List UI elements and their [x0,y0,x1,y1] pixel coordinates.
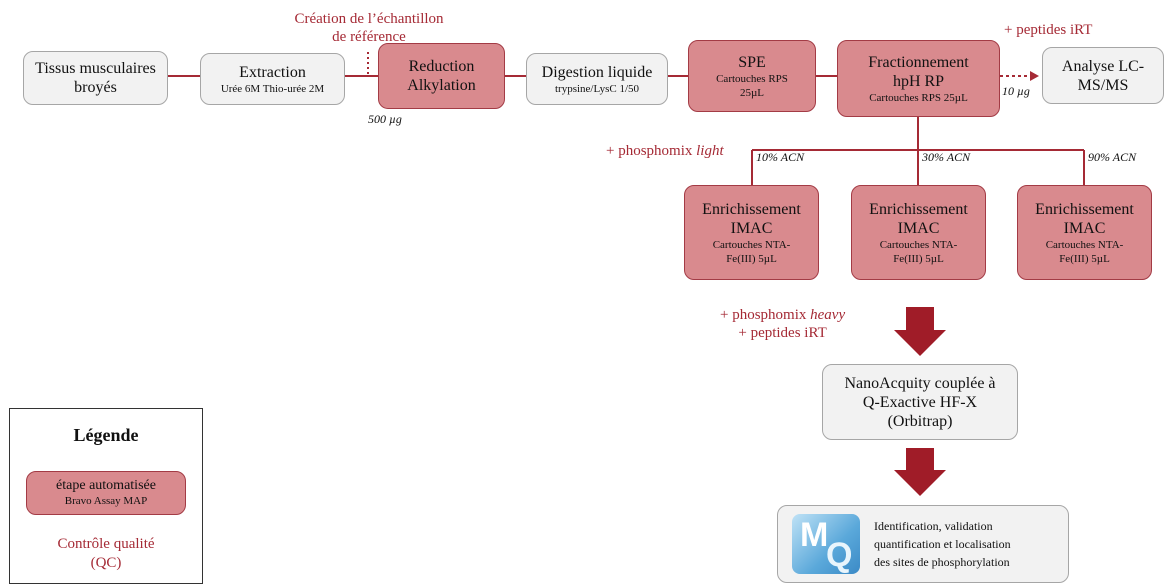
nano-line3: (Orbitrap) [887,412,953,430]
amount-500-label: 500 µg [368,112,402,126]
enrich-2-line2: IMAC [897,219,940,237]
step-extraction: Extraction Urée 6M Thio-urée 2M [200,53,345,105]
maxquant-line3: des sites de phosphorylation [874,555,1010,569]
enrich-2-line1: Enrichissement [869,200,968,218]
peptides-irt-bottom-label: + peptides iRT [738,325,827,341]
phosphomix-light-label: + phosphomix light [606,142,724,160]
enrich-3-sub2: Fe(III) 5µL [1059,252,1110,265]
step-digestion: Digestion liquide trypsine/LysC 1/50 [526,53,668,105]
enrich-2-sub2: Fe(III) 5µL [893,252,944,265]
nano-line1: NanoAcquity couplée à [844,374,996,392]
phosphomix-heavy-prefix: + phosphomix [720,307,811,323]
enrich-1-sub2: Fe(III) 5µL [726,252,777,265]
step-fractionnement-line2: hpH RP [892,72,945,90]
step-fractionnement-sub: Cartouches RPS 25µL [869,91,968,104]
step-enrich-3: Enrichissement IMAC Cartouches NTA- Fe(I… [1017,185,1152,280]
step-reduction-line1: Reduction [408,58,475,75]
enrich-1-sub1: Cartouches NTA- [712,238,791,251]
enrich-3-line2: IMAC [1063,219,1106,237]
step-nanoacquity: NanoAcquity couplée à Q-Exactive HF-X (O… [822,364,1018,440]
step-tissus: Tissus musculaires broyés [23,51,168,105]
step-tissus-line1: Tissus musculaires [35,60,156,77]
nano-line2: Q-Exactive HF-X [862,393,978,411]
step-extraction-sub: Urée 6M Thio-urée 2M [220,82,325,95]
enrich-1-line1: Enrichissement [702,200,801,218]
step-spe-sub1: Cartouches RPS [716,72,788,85]
phosphomix-heavy-word: heavy [810,307,846,323]
step-tissus-line2: broyés [74,79,117,96]
acn-10-label: 10% ACN [756,150,805,164]
enrich-3-sub1: Cartouches NTA- [1045,238,1124,251]
step-reduction: Reduction Alkylation [378,43,505,109]
step-enrich-1: Enrichissement IMAC Cartouches NTA- Fe(I… [684,185,819,280]
enrich-1-line2: IMAC [730,219,773,237]
step-spe-sub2: 25µL [739,86,765,99]
step-reduction-line2: Alkylation [407,77,476,94]
step-digestion-title: Digestion liquide [541,63,653,81]
phosphomix-light-prefix: + phosphomix [606,143,697,159]
legend-qc-line2: (QC) [90,555,122,571]
phosphomix-light-word: light [696,143,724,159]
maxquant-line2: quantification et localisation [874,537,1011,551]
step-spe: SPE Cartouches RPS 25µL [688,40,816,112]
amount-10-label: 10 µg [1002,84,1030,98]
step-analyse: Analyse LC- MS/MS [1042,47,1164,104]
legend-automated-swatch: étape automatisée Bravo Assay MAP [26,471,186,515]
step-digestion-sub: trypsine/LysC 1/50 [554,82,640,95]
creation-label: Création de l’échantillon de référence [274,10,464,46]
step-analyse-line2: MS/MS [1077,76,1129,94]
legend-automated-line1: étape automatisée [56,478,156,493]
acn-90-label: 90% ACN [1088,150,1137,164]
acn-30-label: 30% ACN [922,150,971,164]
step-analyse-line1: Analyse LC- [1061,57,1145,75]
step-extraction-title: Extraction [239,63,306,81]
down-arrow-2 [894,448,946,496]
legend-automated-line2: Bravo Assay MAP [64,495,148,507]
step-enrich-2: Enrichissement IMAC Cartouches NTA- Fe(I… [851,185,986,280]
phosphomix-heavy-label: + phosphomix heavy + peptides iRT [720,306,845,342]
legend-qc-line1: Contrôle qualité [57,536,155,552]
legend-title: Légende [73,425,139,445]
peptides-irt-top-label: + peptides iRT [1004,22,1093,38]
legend-qc: Contrôle qualité (QC) [10,535,202,573]
down-arrow-1 [894,307,946,356]
creation-line2: de référence [332,29,406,45]
step-spe-title: SPE [738,53,766,71]
step-fractionnement-line1: Fractionnement [868,53,969,71]
enrich-2-sub1: Cartouches NTA- [879,238,958,251]
legend-panel: Légende étape automatisée Bravo Assay MA… [9,408,203,584]
maxquant-line1: Identification, validation [874,519,993,533]
creation-line1: Création de l’échantillon [294,11,444,27]
step-fractionnement: Fractionnement hpH RP Cartouches RPS 25µ… [837,40,1000,117]
enrich-3-line1: Enrichissement [1035,200,1134,218]
